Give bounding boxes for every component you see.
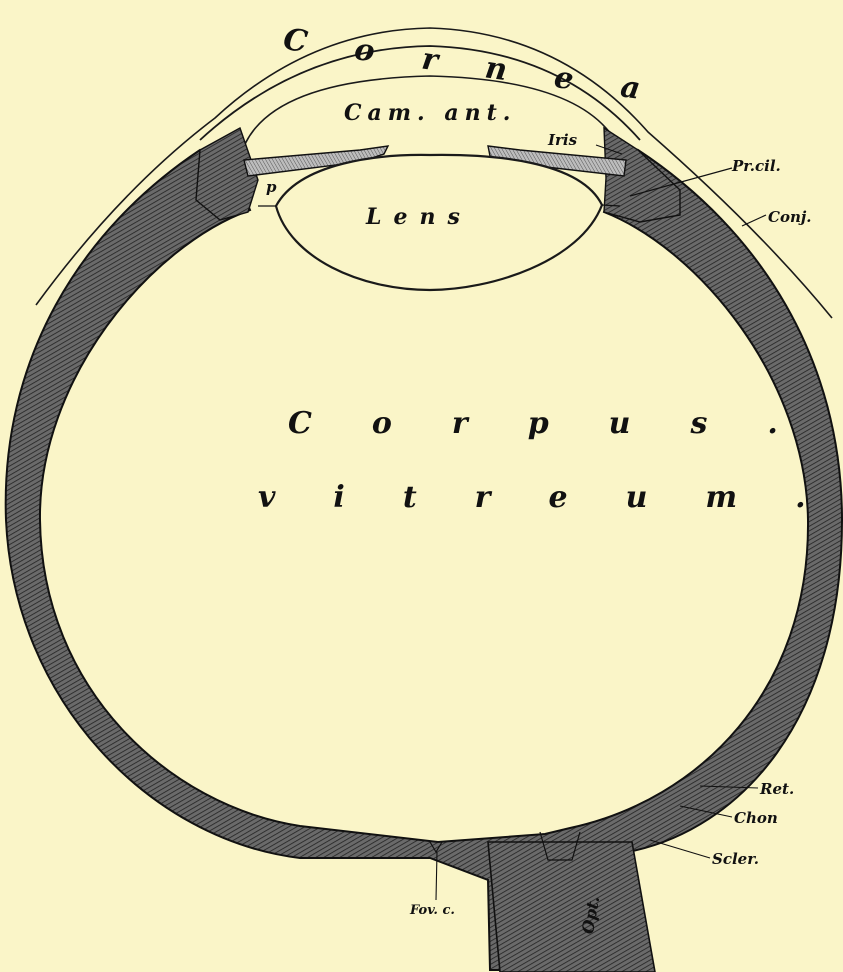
label-corpus: Corpus. [288,406,838,441]
label-pr-cil: Pr.cil. [732,157,781,175]
label-lens: Lens [366,204,472,230]
leader-conj [742,215,766,226]
optic-nerve [488,842,655,972]
label-cam-ant: Cam. ant. [344,100,516,126]
label-fov-c: Fov. c. [410,903,455,918]
label-vitreum: vitreum. [258,480,843,515]
label-iris: Iris [548,131,577,149]
label-ret: Ret. [760,780,794,798]
label-chon: Chon [734,809,778,827]
label-conj: Conj. [768,208,812,226]
leader-scler [650,840,710,858]
label-p: p [266,178,277,196]
label-scler: Scler. [712,850,759,868]
